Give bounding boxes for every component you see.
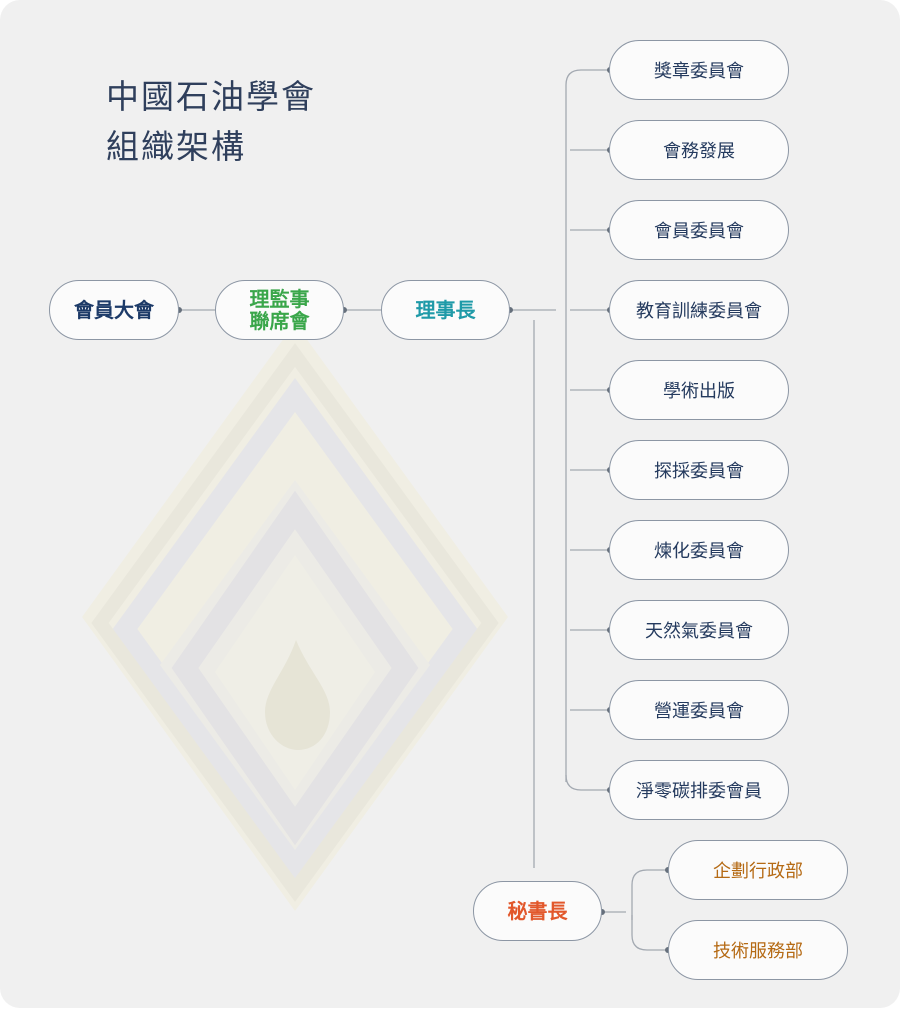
committee-node[interactable]: 天然氣委員會 [609,600,789,660]
committee-label: 會務發展 [663,141,735,162]
committee-label: 獎章委員會 [654,61,744,82]
committee-label: 淨零碳排委會員 [636,781,762,802]
committee-label: 煉化委員會 [654,541,744,562]
joint-board-label-line-2: 聯席會 [249,309,310,333]
general-assembly-label: 會員大會 [74,298,154,322]
department-label: 技術服務部 [713,941,803,962]
committee-node[interactable]: 探採委員會 [609,440,789,500]
department-node[interactable]: 技術服務部 [668,920,848,980]
committee-label: 學術出版 [663,381,735,402]
committee-node[interactable]: 會務發展 [609,120,789,180]
committee-node[interactable]: 會員委員會 [609,200,789,260]
joint-board-label-line-1: 理監事 [249,287,310,311]
committee-node[interactable]: 淨零碳排委會員 [609,760,789,820]
committee-node[interactable]: 煉化委員會 [609,520,789,580]
page-title-line-1: 中國石油學會 [106,77,316,116]
committee-node[interactable]: 營運委員會 [609,680,789,740]
chairman-node[interactable]: 理事長 [381,280,510,340]
committee-node[interactable]: 學術出版 [609,360,789,420]
committee-label: 教育訓練委員會 [636,301,762,322]
joint-board-node[interactable]: 理監事 聯席會 [215,280,344,340]
committee-label: 探採委員會 [654,461,744,482]
secretary-general-node[interactable]: 秘書長 [473,881,602,941]
committee-node[interactable]: 教育訓練委員會 [609,280,789,340]
committee-label: 會員委員會 [654,221,744,242]
general-assembly-node[interactable]: 會員大會 [49,280,179,340]
committee-label: 營運委員會 [654,701,744,722]
department-label: 企劃行政部 [713,861,803,882]
page-title-line-2: 組織架構 [106,127,246,166]
committee-label: 天然氣委員會 [645,621,753,642]
committee-node[interactable]: 獎章委員會 [609,40,789,100]
department-node[interactable]: 企劃行政部 [668,840,848,900]
secretary-general-label: 秘書長 [507,899,568,923]
chairman-label: 理事長 [415,298,476,322]
